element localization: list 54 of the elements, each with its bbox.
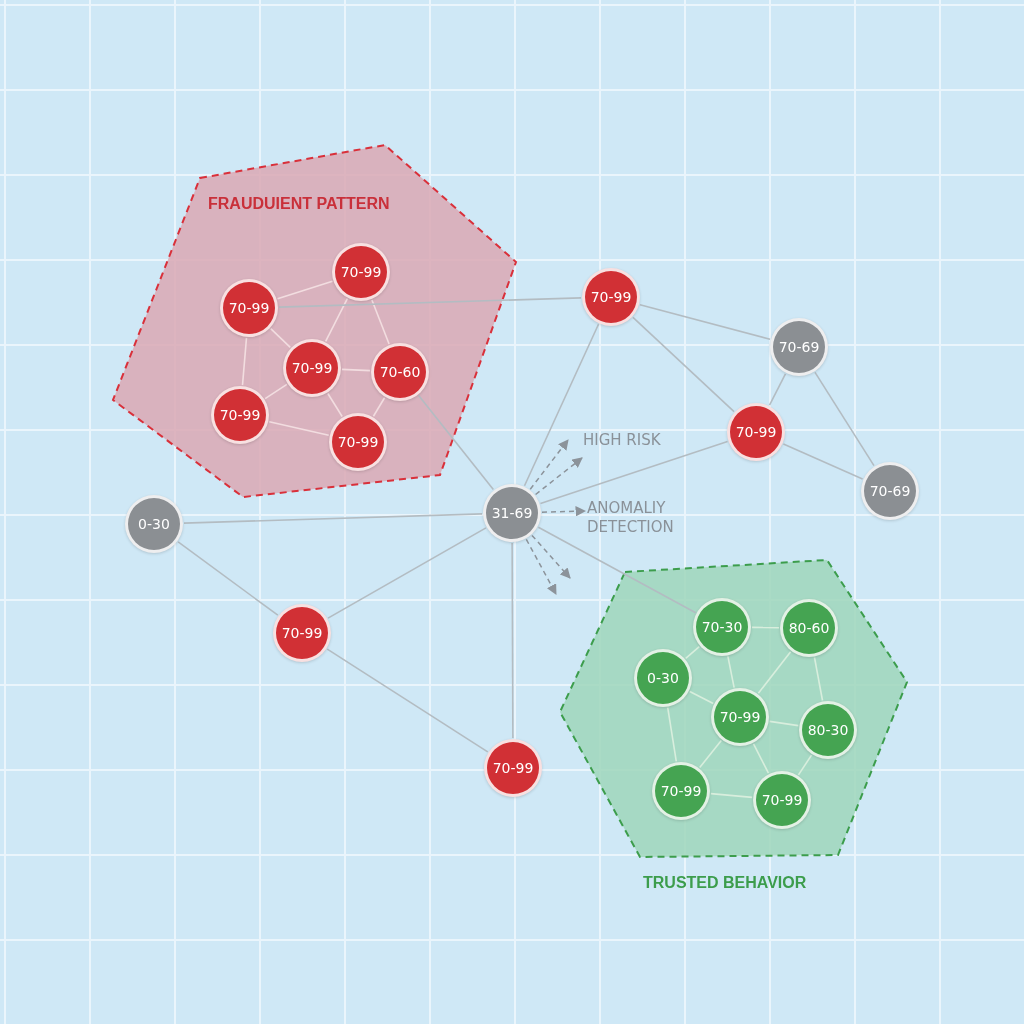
connector-line: [710, 792, 753, 799]
connector-line: [639, 303, 771, 341]
connector-line: [782, 443, 864, 480]
arrow: [525, 538, 557, 595]
connector-line: [276, 280, 334, 300]
connector-line: [727, 655, 735, 689]
connector-line: [688, 690, 715, 705]
cluster-heading: FRAUDUIENT PATTERN: [208, 195, 390, 213]
connector-line: [264, 383, 288, 400]
arrow: [534, 457, 583, 496]
arrow: [529, 439, 569, 490]
connector-line: [417, 394, 495, 491]
connector-line: [523, 323, 600, 487]
neutral-node: 70-69: [861, 462, 919, 520]
connector-line: [813, 656, 824, 702]
neutral-node: 31-69: [483, 484, 541, 542]
arrow: [531, 534, 571, 579]
connector-line: [177, 541, 279, 616]
connector-line: [371, 299, 390, 345]
connector-line: [684, 645, 701, 660]
connector-line: [511, 542, 514, 739]
connector-line: [752, 742, 770, 775]
connector-line: [278, 297, 582, 308]
connector-line: [537, 526, 697, 614]
connector-line: [269, 327, 292, 349]
annotation-label: ANOMALIY DETECTION: [587, 499, 687, 537]
connector-line: [768, 720, 800, 727]
connector-line: [324, 297, 349, 343]
connector-line: [632, 316, 735, 413]
connector-line: [768, 372, 787, 407]
high-risk-node: 70-99: [273, 604, 331, 662]
connector-line: [666, 706, 678, 763]
connector-line: [241, 337, 248, 386]
connector-line: [757, 650, 792, 695]
neutral-node: 70-69: [770, 318, 828, 376]
connector-line: [183, 513, 483, 524]
connector-line: [327, 527, 487, 619]
high-risk-node: 70-99: [582, 268, 640, 326]
connector-line: [797, 754, 813, 776]
connector-line: [326, 648, 489, 753]
connector-line: [268, 420, 330, 437]
connector-line: [327, 392, 343, 418]
connector-line: [539, 440, 729, 505]
annotation-label: HIGH RISK: [583, 431, 673, 450]
connector-line: [751, 626, 780, 629]
connector-line: [814, 371, 875, 467]
cluster-heading: TRUSTED BEHAVIOR: [643, 874, 807, 892]
high-risk-node: 70-99: [727, 403, 785, 461]
connector-line: [341, 368, 371, 372]
neutral-node: 0-30: [125, 495, 183, 553]
high-risk-node: 70-99: [484, 739, 542, 797]
arrow: [541, 506, 587, 517]
connector-line: [372, 396, 386, 418]
connector-line: [698, 739, 723, 769]
